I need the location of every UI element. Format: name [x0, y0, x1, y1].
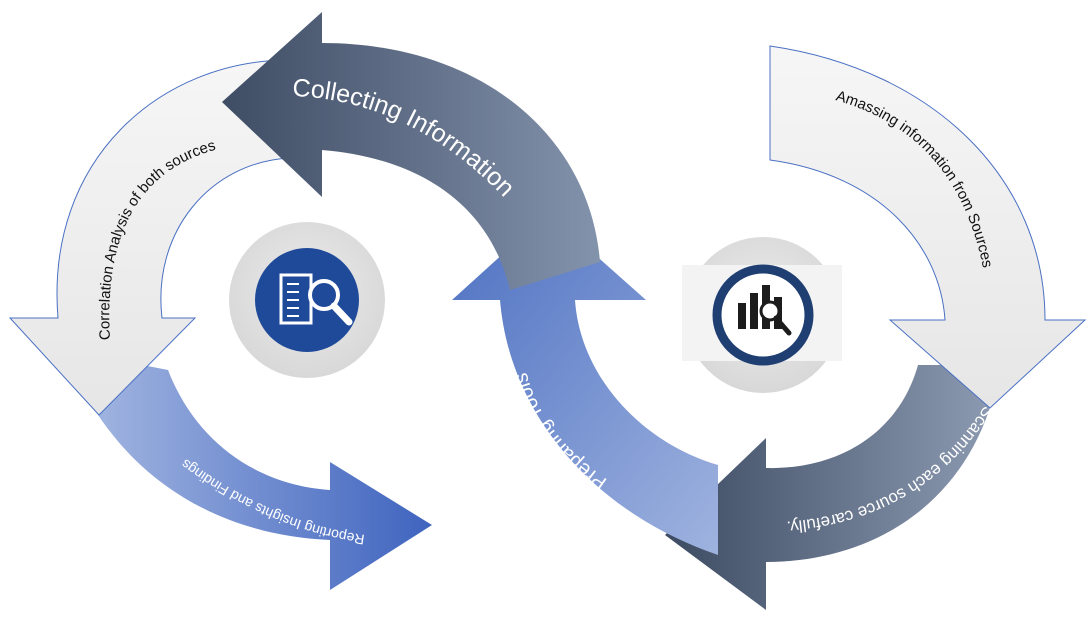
- amassing-arrow: [769, 45, 1087, 409]
- collecting-arrow: [222, 12, 600, 290]
- preparing-arrow: [452, 213, 718, 555]
- scanning-arrow: [665, 365, 1000, 610]
- document-search-icon: [255, 248, 359, 352]
- correlation-arrow: [8, 59, 291, 416]
- reporting-arrow: [65, 350, 432, 590]
- chart-magnifier-icon: [712, 264, 814, 366]
